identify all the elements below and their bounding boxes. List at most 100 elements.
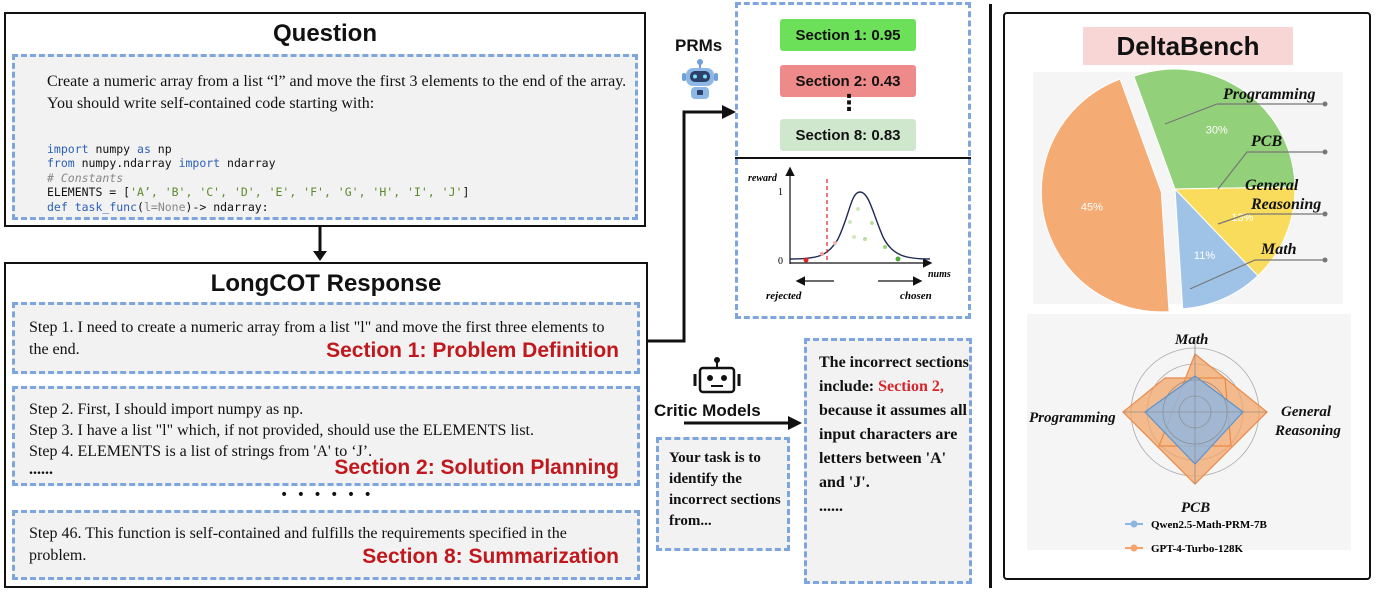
pie-pct-label: 13%	[1231, 212, 1253, 224]
pie-slice-programming	[1133, 68, 1296, 190]
section1-box: Step 1. I need to create a numeric array…	[12, 302, 640, 374]
code-text: np	[150, 141, 172, 156]
rejected-label: rejected	[766, 290, 802, 302]
radar-label-reasoning: Reasoning	[1274, 423, 1341, 439]
math-leader	[1189, 259, 1325, 290]
pie-label-programming: Programming	[1222, 86, 1315, 103]
leader-dot	[1322, 149, 1328, 155]
x-axis-label: nums	[928, 269, 951, 280]
section1-line1: Step 1. I need to create a numeric array…	[29, 319, 605, 336]
critic-answer-end: ......	[819, 498, 843, 515]
chosen-point	[870, 221, 874, 225]
sections-ellipsis: • • • • • •	[280, 487, 374, 503]
radar-label-general: General	[1281, 404, 1332, 420]
section2-tag: Section 2: Solution Planning	[334, 456, 619, 479]
leader-dot	[1322, 211, 1328, 217]
section8-line1: Step 46. This function is self-contained…	[29, 525, 567, 542]
critic-answer-post: because it assumes all input characters …	[819, 402, 967, 491]
section1-tag: Section 1: Problem Definition	[326, 339, 619, 362]
radar-chart: Math General Reasoning PCB Programming Q…	[1029, 332, 1341, 554]
rejected-point	[803, 257, 809, 263]
radar-legend: Qwen2.5-Math-PRM-7B GPT-4-Turbo-128K	[1125, 519, 1267, 554]
programming-leader	[1164, 103, 1325, 125]
section1-line2: the end.	[29, 341, 80, 358]
down-arrow	[313, 227, 327, 261]
question-panel: Question Create a numeric array from a l…	[4, 12, 646, 227]
section2-line1: Step 2. First, I should import numpy as …	[29, 401, 304, 418]
pie-pct-label: 45%	[1081, 202, 1103, 214]
vertical-separator	[989, 4, 992, 588]
y-tick-zero: 0	[778, 256, 783, 267]
code-text: numpy.ndarray	[74, 156, 179, 170]
code-string: 'A’, 'B', 'C', 'D', 'E', 'F', 'G', 'H', …	[130, 185, 463, 199]
chosen-point	[856, 207, 860, 211]
section2-line3: Step 4. ELEMENTS is a list of strings fr…	[29, 443, 373, 460]
prm-score-section8: Section 8: 0.83	[780, 119, 916, 151]
section2-line4: ......	[29, 461, 53, 478]
code-keyword: as	[137, 141, 151, 156]
y-tick-top: 1	[778, 187, 783, 198]
critic-answer-box: The incorrect sections include: Section …	[804, 338, 972, 584]
question-text: Create a numeric array from a list “l” a…	[47, 73, 627, 112]
response-title: LongCOT Response	[210, 270, 442, 297]
code-text: ELEMENTS = [	[47, 185, 131, 199]
prm-scores-box: Section 1: 0.95 Section 2: 0.43 ⋮ Sectio…	[735, 2, 971, 156]
section2-box: Step 2. First, I should import numpy as …	[12, 386, 640, 486]
legend-label-qwen: Qwen2.5-Math-PRM-7B	[1151, 519, 1267, 531]
critic-models-label: Critic Models	[654, 401, 761, 420]
critic-prompt-box: Your task is to identify the incorrect s…	[656, 437, 790, 551]
code-comment: # Constants	[47, 170, 124, 185]
chosen-point	[852, 235, 856, 239]
legend-marker-gpt4	[1130, 544, 1138, 552]
section2-line2: Step 3. I have a list "l" which, if not …	[29, 422, 534, 439]
rejected-point	[833, 241, 837, 245]
prms-label: PRMs	[675, 36, 723, 55]
section8-box: Step 46. This function is self-contained…	[12, 510, 640, 580]
critic-answer-text: The incorrect sections include: Section …	[819, 351, 969, 519]
radar-label-math: Math	[1174, 332, 1208, 348]
vertical-ellipsis: ⋮	[838, 91, 860, 116]
code-text: numpy	[88, 141, 138, 156]
reward-curve	[789, 191, 931, 260]
code-keyword: import	[178, 156, 221, 170]
reward-chart-box: reward 1 0 nums rejected chosen	[735, 159, 971, 319]
chosen-point	[883, 245, 887, 249]
code-keyword: import	[47, 141, 89, 156]
code-param: l=None	[143, 199, 186, 214]
y-axis-label: reward	[748, 173, 778, 184]
chosen-point	[895, 256, 901, 262]
pie-label-math: Math	[1260, 241, 1297, 258]
chosen-label: chosen	[900, 290, 932, 302]
leader-dot	[1322, 257, 1328, 263]
code-keyword: def	[47, 199, 68, 214]
pie-chart: 30%13%11%45% Programming PCB General Rea…	[1040, 68, 1328, 313]
pie-slice-general-reasoning	[1174, 187, 1259, 310]
deltabench-title: DeltaBench	[1083, 27, 1293, 65]
robot-icon	[682, 59, 718, 99]
question-code: import numpy as np from numpy.ndarray imp…	[47, 127, 469, 243]
code-text: (	[137, 199, 144, 214]
pie-slice-pcb	[1173, 186, 1296, 277]
critic-prompt-text: Your task is to identify the incorrect s…	[669, 450, 781, 529]
critic-answer-highlight: Section 2,	[878, 378, 944, 395]
prm-score-section1: Section 1: 0.95	[780, 19, 916, 51]
pcb-leader	[1217, 151, 1325, 190]
code-func-name: task_func	[67, 199, 138, 214]
connector-arrows	[648, 105, 802, 430]
section8-tag: Section 8: Summarization	[362, 545, 619, 568]
pie-pct-label: 11%	[1194, 250, 1215, 262]
question-box: Create a numeric array from a list “l” a…	[12, 54, 638, 220]
pie-slice-math	[1040, 78, 1170, 313]
pie-pct-label: 30%	[1206, 125, 1228, 137]
pie-label-reasoning: Reasoning	[1250, 196, 1321, 213]
prm-score-section2: Section 2: 0.43	[780, 65, 916, 97]
radar-label-pcb: PCB	[1181, 500, 1210, 516]
deltabench-panel: DeltaBench 30%13%11%45% Programming PCB …	[1003, 12, 1371, 580]
section8-line2: problem.	[29, 547, 87, 564]
legend-label-gpt4: GPT-4-Turbo-128K	[1151, 543, 1244, 554]
legend-marker-qwen	[1130, 520, 1138, 528]
leader-dot	[1322, 101, 1328, 107]
code-keyword: from	[47, 156, 75, 170]
reward-chart: reward 1 0 nums rejected chosen	[748, 166, 951, 302]
pie-label-general: General	[1245, 177, 1299, 194]
